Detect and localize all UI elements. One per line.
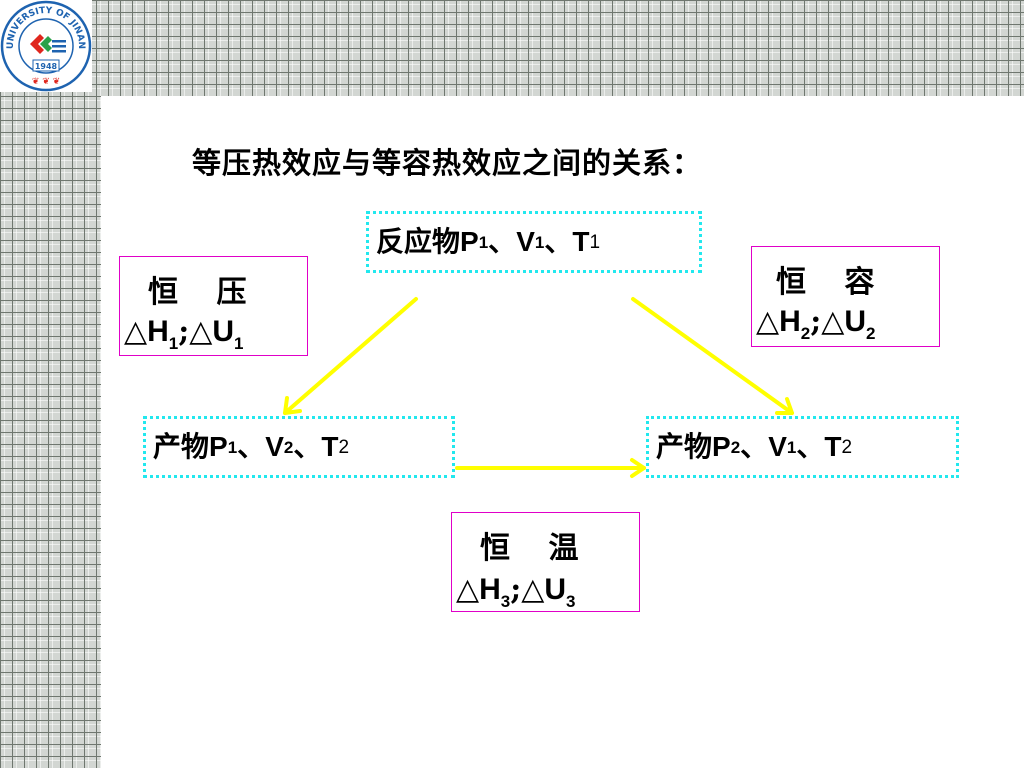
condition-label: 恒 温 bbox=[480, 531, 593, 566]
arrow-reactant-to-product1 bbox=[283, 297, 418, 415]
grid-background-top bbox=[0, 0, 1024, 96]
condition-label: 恒 容 bbox=[776, 265, 889, 300]
logo-year: 1948 bbox=[35, 62, 58, 71]
condition-values: △H1;△U1 bbox=[124, 314, 244, 353]
arrow-reactant-to-product2 bbox=[631, 297, 794, 415]
state-name: 产物 bbox=[153, 430, 210, 463]
condition-label: 恒 压 bbox=[148, 275, 261, 310]
constant-temperature-box: 恒 温 △H3;△U3 bbox=[451, 512, 640, 612]
arrow-product1-to-product2 bbox=[455, 458, 646, 478]
grid-background-left bbox=[0, 0, 101, 768]
state-name: 反应物 bbox=[376, 225, 461, 258]
condition-values: △H2;△U2 bbox=[756, 304, 876, 343]
university-logo: UNIVERSITY OF JINAN 1948 ❦ ❦ ❦ bbox=[0, 0, 92, 92]
logo-emblem bbox=[30, 34, 66, 54]
constant-pressure-box: 恒 压 △H1;△U1 bbox=[119, 256, 308, 356]
condition-values: △H3;△U3 bbox=[456, 572, 576, 611]
content-panel bbox=[101, 96, 1024, 768]
page-heading: 等压热效应与等容热效应之间的关系： bbox=[192, 146, 703, 180]
logo-script-mark: ❦ ❦ ❦ bbox=[32, 77, 60, 87]
state-name: 产物 bbox=[656, 430, 713, 463]
constant-volume-box: 恒 容 △H2;△U2 bbox=[751, 246, 940, 347]
